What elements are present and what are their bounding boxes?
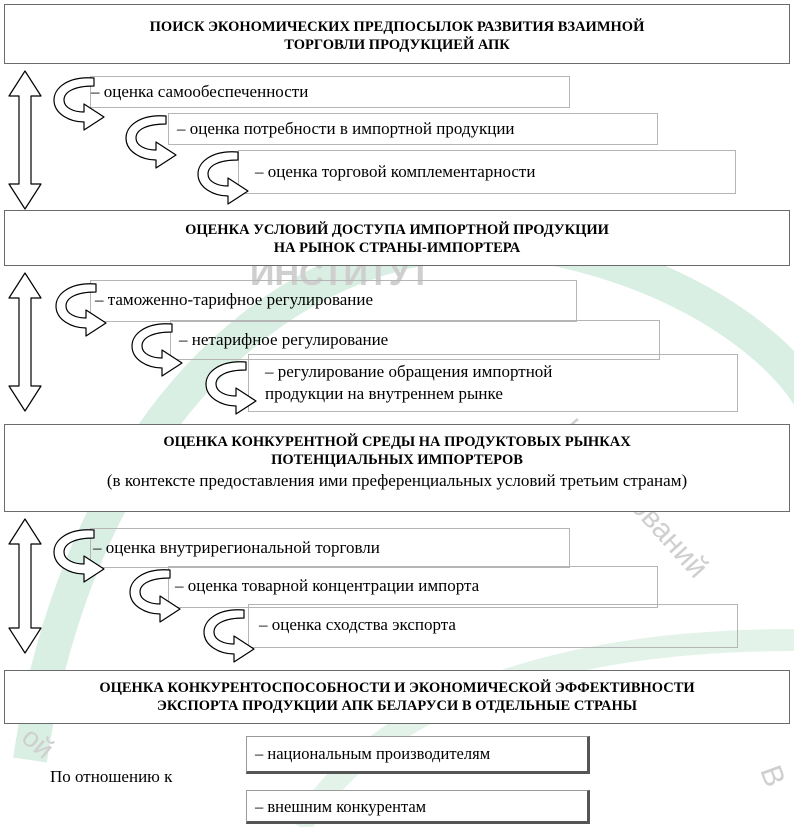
s1-item-3: – оценка торговой комплементарности <box>238 150 736 194</box>
s2-item-3-line-2: продукции на внутреннем рынке <box>265 384 503 403</box>
section-2-header: ОЦЕНКА УСЛОВИЙ ДОСТУПА ИМПОРТНОЙ ПРОДУКЦ… <box>4 210 790 266</box>
s2-item-3-line-1: – регулирование обращения импортной <box>265 362 553 381</box>
double-arrow-icon-2 <box>8 272 42 412</box>
relation-label: По отношению к <box>50 767 173 786</box>
section-3-subtitle: (в контексте предоставления ими преферен… <box>106 471 688 490</box>
relation-item-2-text: – внешним конкурентам <box>255 797 427 816</box>
curved-arrow-icon-1c <box>197 151 249 205</box>
s1-item-1-text: – оценка самообеспеченности <box>91 82 309 101</box>
curved-arrow-icon-3a <box>53 529 105 583</box>
relation-item-1: – национальным производителям <box>246 736 590 774</box>
s2-item-2-text: – нетарифное регулирование <box>179 330 389 349</box>
s3-item-2: – оценка товарной концентрации импорта <box>168 566 658 608</box>
double-arrow-icon-1 <box>8 70 42 210</box>
s1-item-2-text: – оценка потребности в импортной продукц… <box>177 119 515 138</box>
section-4-title-line-1: ОЦЕНКА КОНКУРЕНТОСПОСОБНОСТИ И ЭКОНОМИЧЕ… <box>99 680 695 696</box>
relation-item-1-text: – национальным производителям <box>255 744 491 763</box>
double-arrow-icon-3 <box>8 518 42 654</box>
curved-arrow-icon-3c <box>203 609 255 663</box>
s3-item-3: – оценка сходства экспорта <box>248 604 738 648</box>
s3-item-1: – оценка внутрирегиональной торговли <box>90 528 570 568</box>
curved-arrow-icon-2c <box>205 361 257 415</box>
section-3-header: ОЦЕНКА КОНКУРЕНТНОЙ СРЕДЫ НА ПРОДУКТОВЫХ… <box>4 424 790 512</box>
section-2-title-line-1: ОЦЕНКА УСЛОВИЙ ДОСТУПА ИМПОРТНОЙ ПРОДУКЦ… <box>185 222 609 238</box>
section-4-header: ОЦЕНКА КОНКУРЕНТОСПОСОБНОСТИ И ЭКОНОМИЧЕ… <box>4 670 790 724</box>
s2-item-3: – регулирование обращения импортной прод… <box>248 354 738 412</box>
s2-item-2: – нетарифное регулирование <box>170 320 660 360</box>
s2-item-1: – таможенно-тарифное регулирование <box>90 280 577 322</box>
s3-item-2-text: – оценка товарной концентрации импорта <box>175 576 480 595</box>
s1-item-2: – оценка потребности в импортной продукц… <box>168 113 658 145</box>
section-3-title-line-2: ПОТЕНЦИАЛЬНЫХ ИМПОРТЕРОВ <box>271 452 523 468</box>
watermark-text-4: В <box>753 761 791 791</box>
curved-arrow-icon-3b <box>129 569 181 623</box>
curved-arrow-icon-2a <box>55 283 107 337</box>
section-3-title-line-1: ОЦЕНКА КОНКУРЕНТНОЙ СРЕДЫ НА ПРОДУКТОВЫХ… <box>163 434 631 450</box>
watermark-text-3: ой <box>16 721 60 765</box>
curved-arrow-icon-1b <box>125 115 177 169</box>
section-1-title-line-1: ПОИСК ЭКОНОМИЧЕСКИХ ПРЕДПОСЫЛОК РАЗВИТИЯ… <box>149 19 645 35</box>
s3-item-3-text: – оценка сходства экспорта <box>259 615 456 634</box>
s3-item-1-text: – оценка внутрирегиональной торговли <box>93 538 380 557</box>
section-2-title-line-2: НА РЫНОК СТРАНЫ-ИМПОРТЕРА <box>273 240 521 256</box>
s2-item-1-text: – таможенно-тарифное регулирование <box>95 290 374 309</box>
section-4-title-line-2: ЭКСПОРТА ПРОДУКЦИИ АПК БЕЛАРУСИ В ОТДЕЛЬ… <box>157 698 637 714</box>
s1-item-1: – оценка самообеспеченности <box>90 76 570 108</box>
curved-arrow-icon-1a <box>53 77 105 131</box>
section-1-header: ПОИСК ЭКОНОМИЧЕСКИХ ПРЕДПОСЫЛОК РАЗВИТИЯ… <box>4 4 790 64</box>
relation-item-2: – внешним конкурентам <box>246 790 590 824</box>
section-1-title-line-2: ТОРГОВЛИ ПРОДУКЦИЕЙ АПК <box>284 37 510 53</box>
curved-arrow-icon-2b <box>131 323 183 377</box>
s1-item-3-text: – оценка торговой комплементарности <box>255 162 536 181</box>
